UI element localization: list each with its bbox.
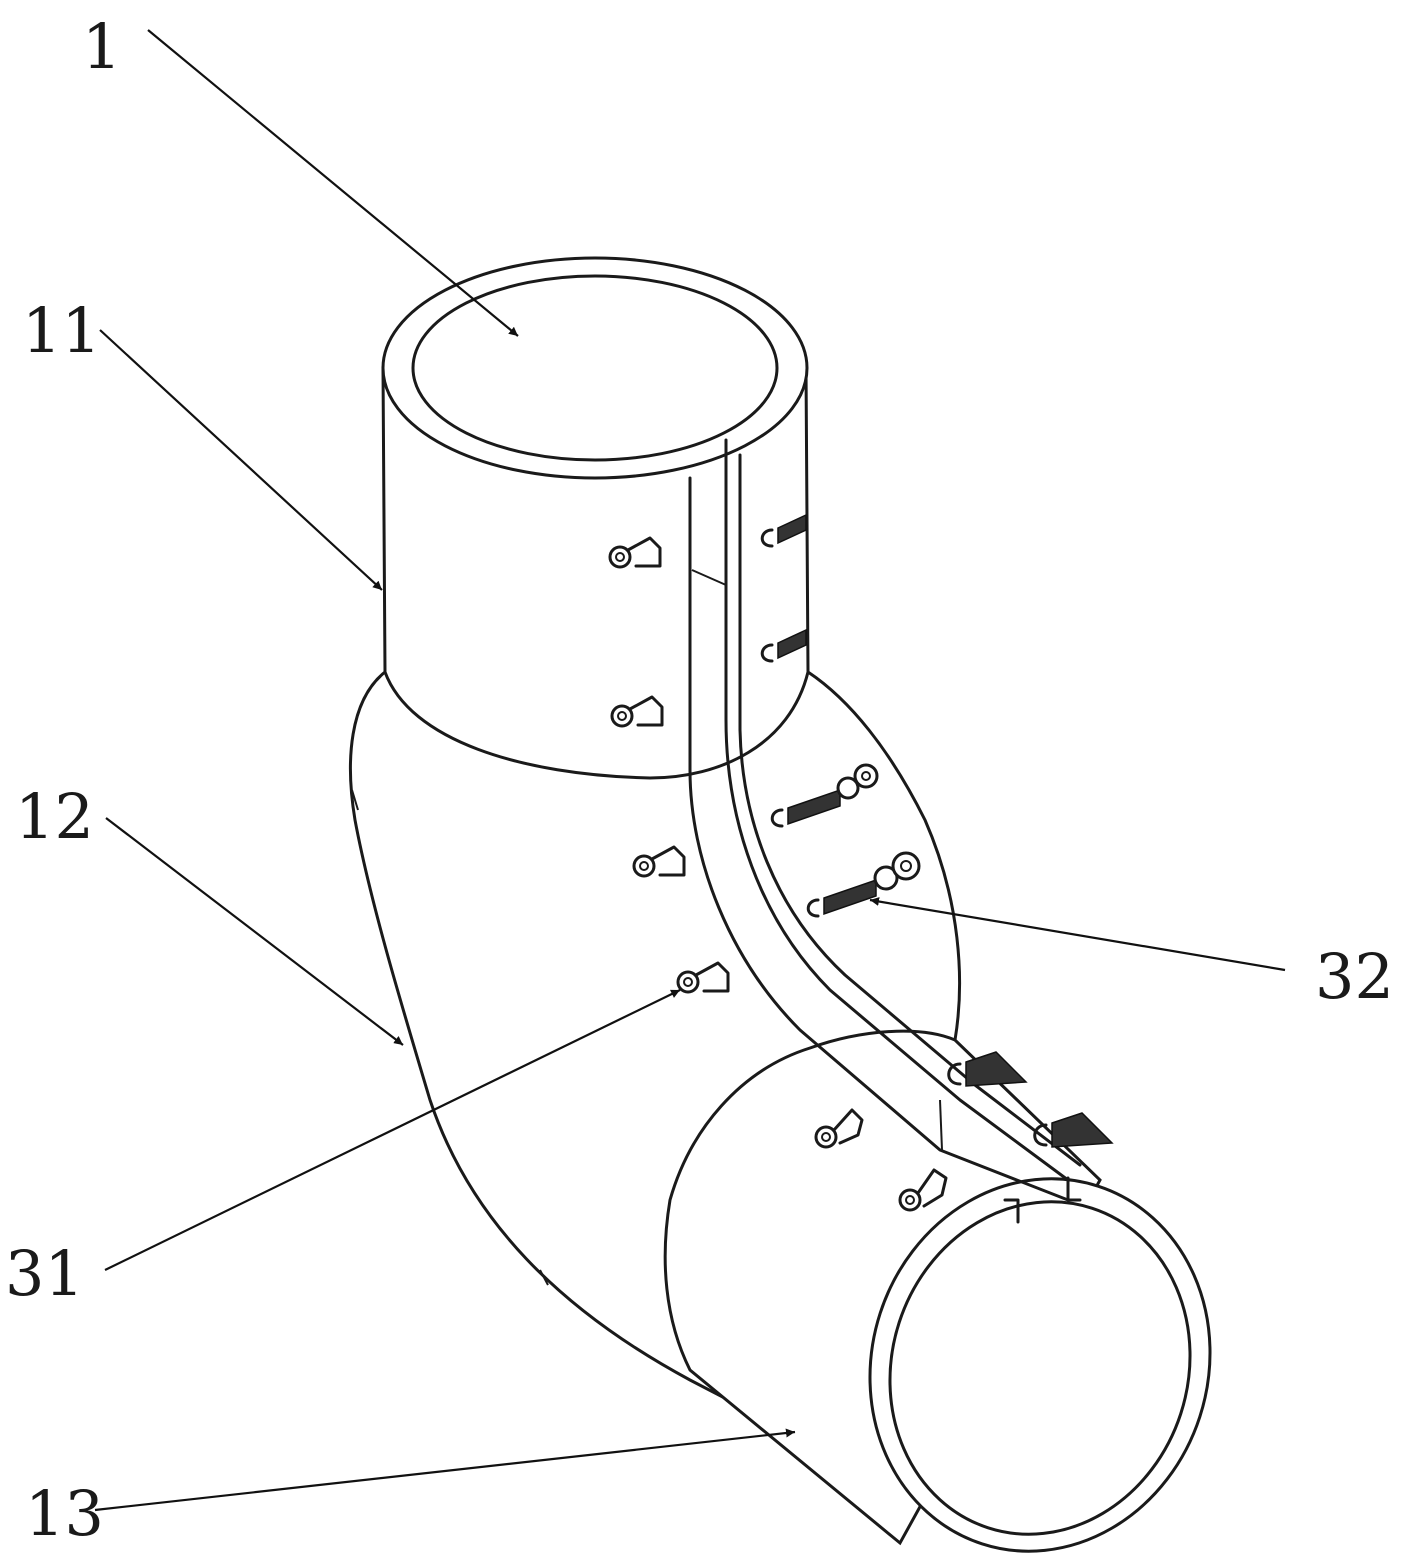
spring-group — [760, 513, 1114, 1148]
leader-11 — [99, 329, 383, 591]
spring-hook — [760, 628, 807, 663]
upper-sleeve — [381, 256, 810, 780]
clip-fastener — [632, 845, 686, 878]
leader-13 — [94, 1428, 796, 1512]
ref-label-13: 13 — [25, 1477, 104, 1550]
ref-label-32: 32 — [1315, 940, 1394, 1013]
clip-fastener — [608, 536, 662, 569]
clip-fastener — [814, 1108, 864, 1149]
leader-12 — [105, 817, 404, 1046]
split-strip — [688, 438, 1082, 1202]
ref-label-11: 11 — [22, 294, 101, 367]
ref-label-31: 31 — [5, 1237, 84, 1310]
spring-hook — [760, 513, 807, 548]
spring-hook — [947, 1051, 1028, 1087]
leader-31 — [104, 989, 681, 1271]
leader-1 — [147, 29, 519, 337]
leader-32 — [869, 897, 1286, 972]
spring-hook-32 — [806, 851, 921, 918]
lower-sleeve — [663, 1029, 1212, 1553]
clip-fastener-31 — [676, 961, 730, 994]
clip-fastener — [898, 1168, 948, 1212]
spring-hook — [1033, 1112, 1114, 1148]
clip-fastener — [610, 695, 664, 728]
reference-numerals: 1 11 12 31 32 13 — [5, 10, 1394, 1550]
clip-group — [608, 536, 948, 1212]
ref-label-12: 12 — [15, 780, 94, 853]
leader-lines — [94, 29, 1286, 1512]
ref-label-1: 1 — [82, 10, 121, 83]
spring-hook — [770, 763, 879, 828]
